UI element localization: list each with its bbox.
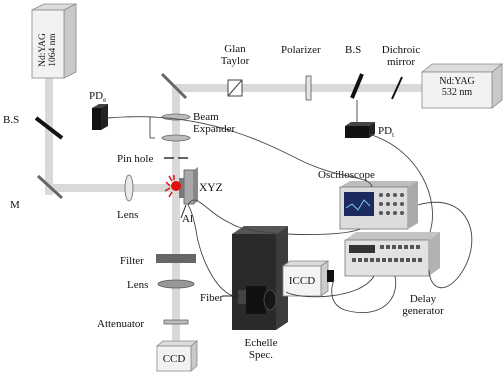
filter	[156, 254, 196, 263]
delay-label-line1: Delay	[409, 293, 437, 305]
beam-paths	[45, 70, 422, 345]
delay-label-line2: generator	[402, 305, 444, 317]
filter-label: Filter	[120, 255, 144, 267]
ir-laser-name: Nd:YAG	[38, 33, 48, 67]
left-beam-splitter	[34, 116, 64, 140]
dichroic-mirror	[391, 76, 403, 100]
pd-e-label: PDe	[89, 90, 106, 106]
beam-expander-line2: Expander	[193, 123, 236, 135]
beam-expander-line1: Beam	[193, 111, 219, 123]
attenuator-label: Attenuator	[97, 318, 145, 330]
ccd-label: CCD	[162, 353, 186, 365]
xyz-label: XYZ	[199, 182, 223, 194]
pin-hole-label: Pin hole	[117, 153, 154, 165]
lower-lens	[157, 279, 195, 289]
attenuator	[163, 319, 189, 325]
iccd-label: ICCD	[288, 275, 316, 287]
lower-lens-label: Lens	[127, 279, 149, 291]
delay-generator-label: Delay generator	[392, 293, 454, 317]
green-laser-label: Nd:YAG 532 nm	[425, 76, 489, 98]
fiber-label: Fiber	[200, 292, 224, 304]
ccd-camera	[155, 340, 199, 372]
dichroic-label-line1: Dichroic	[381, 44, 421, 56]
pd-t-detector	[345, 100, 375, 138]
ndyag-532-laser	[420, 63, 503, 109]
glan-taylor-label: Glan Taylor	[212, 43, 258, 67]
glan-taylor-prism	[227, 79, 243, 97]
echelle-label-line1: Echelle	[244, 337, 278, 349]
mirror-m	[36, 174, 64, 200]
iccd-camera	[281, 260, 334, 297]
pd-e-subscript: e	[103, 96, 107, 105]
target-pointer	[180, 204, 187, 219]
pd-t-text: PD	[378, 125, 393, 137]
left-lens-label: Lens	[117, 209, 139, 221]
oscilloscope	[339, 181, 418, 230]
left-lens	[124, 174, 134, 202]
ir-laser-label: Nd:YAG 1064 nm	[38, 24, 58, 68]
beam-expander-label: Beam Expander	[193, 111, 235, 135]
dichroic-label: Dichroic mirror	[376, 44, 426, 68]
xyz-stage	[179, 167, 198, 205]
echelle-spectrometer	[232, 226, 288, 330]
ir-laser-wavelength: 1064 nm	[48, 33, 58, 67]
plasma-spark	[164, 175, 181, 198]
pd-e-text: PD	[89, 90, 104, 102]
glan-label-line1: Glan	[224, 43, 246, 55]
polarizer-label: Polarizer	[281, 44, 321, 56]
corner-mirror	[160, 72, 188, 100]
left-bs-label: B.S	[3, 114, 20, 126]
echelle-label-line2: Spec.	[248, 349, 274, 361]
cables	[107, 116, 473, 314]
green-laser-name: Nd:YAG	[439, 76, 475, 87]
beam-expander	[149, 113, 191, 142]
pd-e-detector	[92, 104, 108, 130]
target-label: Al	[182, 213, 193, 225]
pd-t-label: PDt	[378, 125, 394, 141]
pd-t-subscript: t	[392, 131, 395, 140]
oscilloscope-label: Oscilloscope	[318, 169, 375, 181]
right-bs-label: B.S	[345, 44, 362, 56]
dichroic-label-line2: mirror	[386, 56, 416, 68]
ndyag-1064-laser	[31, 3, 77, 79]
polarizer	[305, 75, 312, 101]
mirror-m-label: M	[10, 199, 20, 211]
green-laser-wavelength: 532 nm	[441, 87, 473, 98]
delay-generator	[344, 232, 440, 277]
glan-label-line2: Taylor	[220, 55, 250, 67]
echelle-label: Echelle Spec.	[238, 337, 284, 361]
right-beam-splitter	[350, 73, 364, 99]
